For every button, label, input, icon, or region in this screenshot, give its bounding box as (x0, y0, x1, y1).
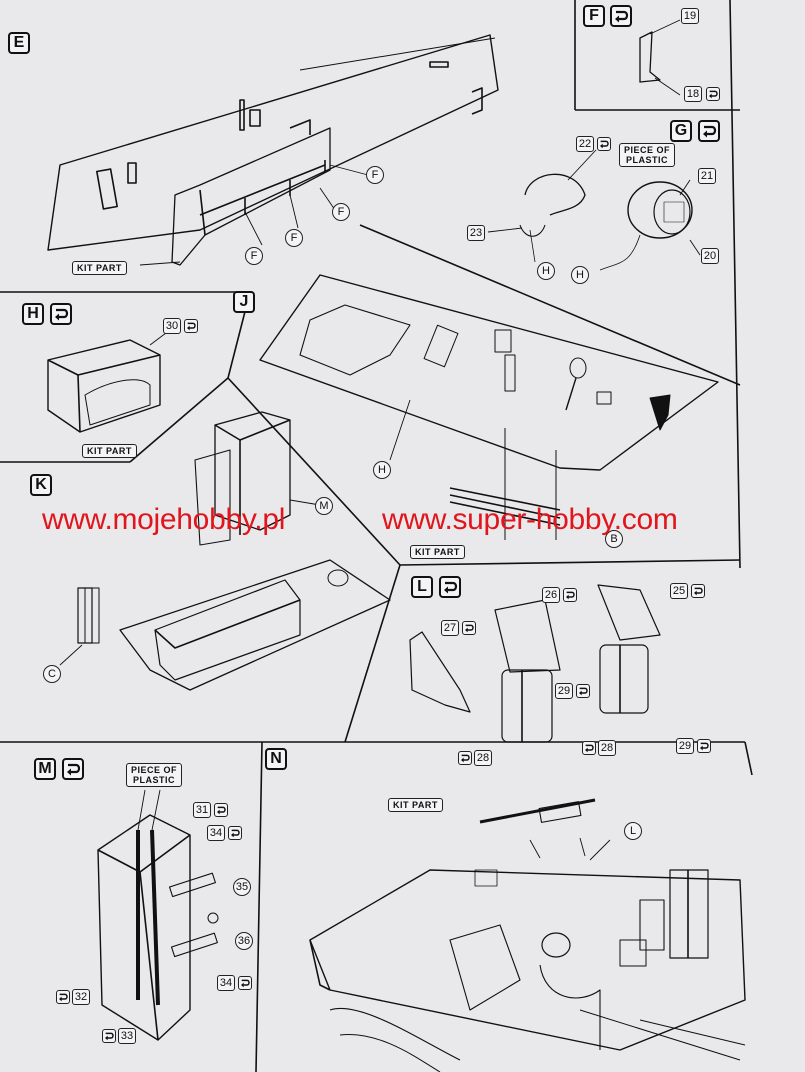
watermark-right: www.super-hobby.com (382, 503, 678, 536)
step-f-label: F (583, 5, 605, 27)
step-l-label: L (411, 576, 433, 598)
part-30-reverse-icon (184, 319, 198, 333)
piece-of-plastic-line1: PIECE OF (624, 145, 671, 155)
callout-b: B (605, 530, 623, 548)
piece-of-plastic-label-m: PIECE OF PLASTIC (126, 763, 183, 787)
step-j-label: J (233, 291, 255, 313)
part-29-left: 29 (555, 683, 573, 699)
part-25-reverse-icon (691, 584, 705, 598)
divider-g-right (729, 0, 741, 569)
part-29-right-reverse-icon (697, 739, 711, 753)
step-n-label: N (265, 748, 287, 770)
panel-l-drawing (409, 584, 661, 743)
part-34-top: 34 (207, 825, 225, 841)
part-25: 25 (670, 583, 688, 599)
part-28-right-reverse-icon (582, 741, 596, 755)
part-34-bottom-reverse-icon (238, 976, 252, 990)
part-36: 36 (235, 932, 253, 950)
panel-m-drawing (97, 789, 219, 1041)
kit-part-label-n: KIT PART (388, 798, 443, 812)
callout-f-1: F (366, 166, 384, 184)
piece-of-plastic-line2: PLASTIC (133, 775, 176, 785)
step-g-label: G (670, 120, 692, 142)
part-32: 32 (72, 989, 90, 1005)
callout-h-2: H (571, 266, 589, 284)
watermark-left: www.mojehobby.pl (42, 503, 286, 536)
piece-of-plastic-line1: PIECE OF (131, 765, 178, 775)
part-28-right: 28 (598, 740, 616, 756)
divider-l-n (744, 741, 753, 776)
callout-f-3: F (285, 229, 303, 247)
part-33: 33 (118, 1028, 136, 1044)
part-20: 20 (701, 248, 719, 264)
part-23: 23 (467, 225, 485, 241)
panel-e-drawing (47, 34, 499, 266)
callout-c: C (43, 665, 61, 683)
piece-of-plastic-label-g: PIECE OF PLASTIC (619, 143, 676, 167)
part-35: 35 (233, 878, 251, 896)
part-31-reverse-icon (214, 803, 228, 817)
part-26: 26 (542, 587, 560, 603)
step-f-reverse-icon (610, 5, 632, 27)
part-19: 19 (681, 8, 699, 24)
callout-m: M (315, 497, 333, 515)
part-33-reverse-icon (102, 1029, 116, 1043)
panel-f-drawing (639, 19, 681, 96)
part-22-reverse-icon (597, 137, 611, 151)
part-34-bottom: 34 (217, 975, 235, 991)
callout-l: L (624, 822, 642, 840)
step-m-reverse-icon (62, 758, 84, 780)
step-h-reverse-icon (50, 303, 72, 325)
part-27: 27 (441, 620, 459, 636)
step-m-label: M (34, 758, 56, 780)
step-k-label: K (30, 474, 52, 496)
divider-j-l (399, 559, 741, 566)
panel-k-drawing (59, 411, 391, 691)
part-29-left-reverse-icon (576, 684, 590, 698)
step-e-label: E (8, 32, 30, 54)
panel-g-drawing (487, 149, 701, 271)
panel-n-drawing (309, 798, 746, 1072)
divider-e-diagonal (359, 224, 741, 386)
piece-of-plastic-line2: PLASTIC (626, 155, 669, 165)
panel-h-drawing (47, 329, 171, 433)
callout-f-4: F (245, 247, 263, 265)
part-34-top-reverse-icon (228, 826, 242, 840)
part-28-left: 28 (474, 750, 492, 766)
divider-j-k (227, 377, 401, 566)
step-h-label: H (22, 303, 44, 325)
part-29-right: 29 (676, 738, 694, 754)
kit-part-label-j: KIT PART (410, 545, 465, 559)
callout-h-3: H (373, 461, 391, 479)
divider-k-l (344, 564, 401, 743)
panel-j-drawing (259, 274, 719, 540)
part-18: 18 (684, 86, 702, 102)
part-22: 22 (576, 136, 594, 152)
step-l-reverse-icon (439, 576, 461, 598)
part-28-left-reverse-icon (458, 751, 472, 765)
part-30: 30 (163, 318, 181, 334)
part-31: 31 (193, 802, 211, 818)
step-g-reverse-icon (698, 120, 720, 142)
divider-h-k-diag (129, 377, 229, 463)
divider-m-n (255, 741, 263, 1072)
callout-f-2: F (332, 203, 350, 221)
kit-part-label-h: KIT PART (82, 444, 137, 458)
part-26-reverse-icon (563, 588, 577, 602)
kit-part-label-e: KIT PART (72, 261, 127, 275)
part-27-reverse-icon (462, 621, 476, 635)
callout-h-1: H (537, 262, 555, 280)
part-18-reverse-icon (706, 87, 720, 101)
part-21: 21 (698, 168, 716, 184)
part-32-reverse-icon (56, 990, 70, 1004)
